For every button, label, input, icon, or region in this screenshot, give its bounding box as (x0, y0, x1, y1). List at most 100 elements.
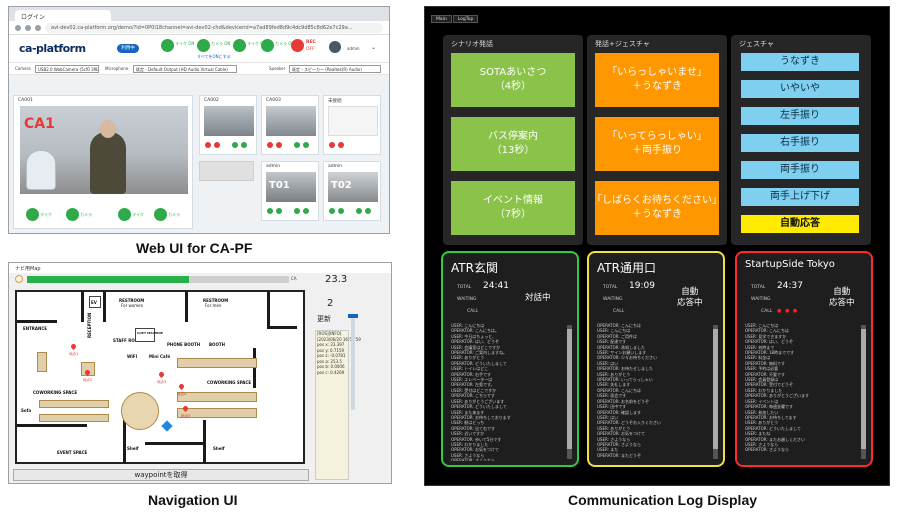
progress-value: 23.3 (325, 274, 348, 285)
mic-icon[interactable] (329, 142, 335, 148)
table (177, 408, 257, 418)
camera-icon[interactable] (276, 208, 282, 214)
log-line: USER: エレベーターは (451, 377, 493, 383)
mic-select[interactable]: 既定 - Default Output (HD Audio Virtual Ca… (133, 65, 237, 73)
log-line: USER: また来ます (451, 409, 485, 415)
mic-icon[interactable] (267, 142, 273, 148)
person-figure (90, 132, 126, 194)
camera-icon[interactable] (303, 208, 309, 214)
forward-icon[interactable] (25, 24, 31, 31)
gesture-button-right-wave[interactable]: 右手振り (741, 134, 859, 152)
speaker-select[interactable]: 既定 - スピーカー (Realtek(R) Audio) (289, 65, 381, 73)
camera-tile-t01[interactable]: admin T01 (261, 161, 319, 221)
elevator-room (89, 296, 101, 308)
scrollbar[interactable] (861, 325, 866, 459)
tab-logtop[interactable]: LogTop (452, 15, 479, 23)
wall (123, 420, 126, 464)
mic-off-label: マイク OFF (247, 41, 268, 46)
nav-sidebar: 23.3 2 更新 [ROS][INFO] [2023/06/20 16:59:… (311, 274, 389, 482)
gesture-button-shake[interactable]: いやいや (741, 80, 859, 98)
log-line: OPERATOR: こんにちは (745, 328, 789, 334)
total-time: 24:37 (777, 281, 803, 291)
speech-button-welcome[interactable]: 「いらっしゃいませ」 ＋うなずき (595, 53, 719, 107)
app-header: ca-platform 利用中 マイク ON カメラ ON マイク OFF カメ… (9, 35, 389, 63)
mic-off-button[interactable] (233, 39, 246, 52)
scrollbar[interactable] (713, 325, 718, 459)
scrollbar-thumb[interactable] (567, 329, 572, 449)
speech-gesture-card: 発話+ジェスチャ 「いらっしゃいませ」 ＋うなずき 「いってらっしゃい」 ＋両手… (587, 35, 727, 245)
camera-icon[interactable] (365, 208, 371, 214)
camera-icon[interactable] (338, 142, 344, 148)
log-line: USER: 料金は (745, 355, 771, 361)
gesture-button-left-wave[interactable]: 左手振り (741, 107, 859, 125)
speech-button-goodbye[interactable]: 「いってらっしゃい」 ＋両手振り (595, 117, 719, 171)
camera-icon[interactable] (303, 142, 309, 148)
chevron-down-icon[interactable]: ⌄ (371, 44, 377, 51)
waypoint-pin[interactable] (69, 342, 78, 351)
tab-main[interactable]: Main (431, 15, 452, 23)
floor-map[interactable]: EV RESTROOM For women RESTROOM For men E… (15, 290, 305, 464)
table (39, 414, 109, 422)
reload-icon[interactable] (35, 24, 41, 31)
camera-tile-empty[interactable]: 未接続 (323, 95, 381, 155)
camera-tile-ca002[interactable]: CA002 (199, 95, 257, 155)
camera-tile-t02[interactable]: admin T02 (323, 161, 381, 221)
back-icon[interactable] (15, 24, 21, 31)
status-pill[interactable]: 利用中 (117, 44, 139, 53)
mic-icon[interactable] (294, 142, 300, 148)
mic-icon[interactable] (356, 208, 362, 214)
auto-response-button[interactable]: 自動応答 (741, 215, 859, 233)
camera-icon[interactable] (276, 142, 282, 148)
mic-icon[interactable] (329, 208, 335, 214)
camera-select[interactable]: USB2.0 WebCamera (5cf0 3f8a) (35, 65, 99, 73)
camera-tile-ca003[interactable]: CA003 (261, 95, 319, 155)
gesture-button-arms-updown[interactable]: 両手上げ下げ (741, 188, 859, 206)
camera-button[interactable] (66, 208, 79, 221)
speech-button-wait[interactable]: 「しばらくお待ちください」 ＋うなずき (592, 181, 722, 235)
waypoint-pin[interactable] (177, 382, 186, 391)
camera-on-button[interactable] (197, 39, 210, 52)
rec-button[interactable] (291, 39, 304, 52)
camera-on-button-2[interactable] (261, 39, 274, 52)
button-label: イベント情報 （7秒） (483, 195, 543, 220)
mic-icon[interactable] (294, 208, 300, 214)
update-button[interactable]: 更新 (317, 315, 331, 323)
gesture-button-both-wave[interactable]: 両手振り (741, 161, 859, 179)
scenario-button-sota[interactable]: SOTAあいさつ （4秒） (451, 53, 575, 107)
scenario-button-bus[interactable]: バス停案内 （13秒） (451, 117, 575, 171)
mic-button[interactable] (26, 208, 39, 221)
mic-icon[interactable] (267, 208, 273, 214)
slider-thumb[interactable] (348, 314, 358, 318)
scrollbar-thumb[interactable] (861, 329, 866, 449)
avatar[interactable] (329, 41, 341, 53)
log-line: OPERATOR: 右手です (451, 371, 491, 377)
camera-tile-ca001[interactable]: CA001 CA1 マイク カメラ マイク カメラ (13, 95, 193, 229)
browser-tab[interactable]: ログイン (15, 10, 111, 21)
mic-button-2[interactable] (118, 208, 131, 221)
url-field[interactable]: avi-dev02.ca-platform.org/demo/?id=0P0l1… (45, 22, 383, 33)
camera-button-2[interactable] (154, 208, 167, 221)
log-line: OPERATOR: ご用件は (597, 333, 637, 339)
log-line: USER: ありがとうございます (451, 398, 505, 404)
mic-icon[interactable] (205, 142, 211, 148)
log-line: USER: 予約は必要 (745, 366, 779, 372)
gesture-button-nod[interactable]: うなずき (741, 53, 859, 71)
scrollbar[interactable] (567, 325, 572, 459)
log-line: USER: サインお願いします (597, 350, 647, 356)
mic-icon[interactable] (232, 142, 238, 148)
camera-feed-ca002 (204, 106, 254, 136)
mic-on-button[interactable] (161, 39, 174, 52)
scenario-button-event[interactable]: イベント情報 （7秒） (451, 181, 575, 235)
camera-icon[interactable] (241, 142, 247, 148)
camera-icon[interactable] (214, 142, 220, 148)
zoom-slider[interactable] (348, 314, 358, 410)
log-line: USER: 今日はちょっと、 (451, 333, 497, 339)
waypoint-pin[interactable] (157, 370, 166, 379)
get-waypoint-button[interactable]: waypointを取得 (13, 469, 309, 481)
scrollbar-thumb[interactable] (713, 329, 718, 449)
camera-icon[interactable] (338, 208, 344, 214)
all-on-link[interactable]: すべてをONにする (197, 54, 231, 59)
log-line: OPERATOR: さようなら (597, 441, 641, 447)
